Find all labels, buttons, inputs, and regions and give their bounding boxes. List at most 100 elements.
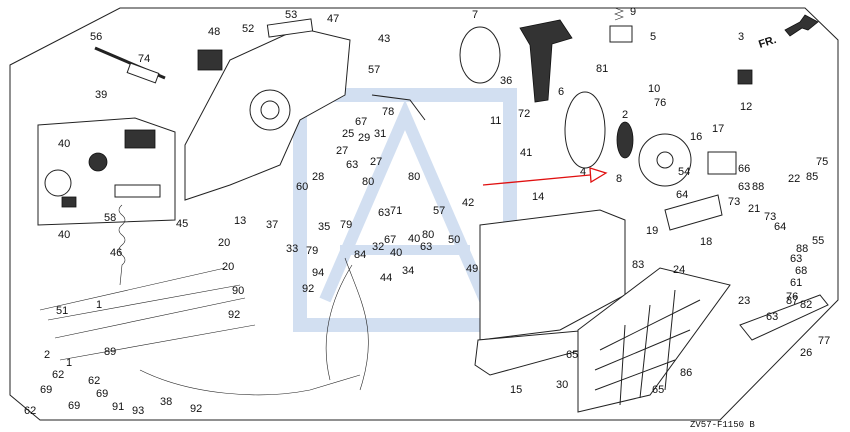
callout-label-c39: 39: [95, 89, 107, 101]
callout-label-c13: 13: [234, 215, 246, 227]
callout-label-c81: 81: [596, 63, 608, 75]
callout-label-c49: 49: [466, 263, 478, 275]
control-handle-6-part[interactable]: [519, 19, 573, 103]
callout-label-c40a: 40: [58, 138, 70, 150]
callout-label-c78: 78: [382, 106, 394, 118]
callout-label-c32: 32: [372, 241, 384, 253]
callout-label-c74: 74: [138, 53, 150, 65]
callout-label-c19: 19: [646, 225, 658, 237]
throttle-shaft-43-part[interactable]: [371, 94, 426, 121]
arm-18-part[interactable]: [664, 194, 723, 231]
plate-26-part[interactable]: [739, 294, 829, 341]
callout-label-c23: 23: [738, 295, 750, 307]
callout-label-c63d: 63: [420, 241, 432, 253]
callout-label-c64b: 64: [774, 221, 786, 233]
callout-label-c65b: 65: [652, 384, 664, 396]
callout-label-c53: 53: [285, 9, 297, 21]
side-cover-part[interactable]: [184, 27, 351, 201]
callout-label-c47: 47: [327, 13, 339, 25]
callout-label-c20a: 20: [218, 237, 230, 249]
callout-label-c52: 52: [242, 23, 254, 35]
callout-label-c11: 11: [490, 115, 501, 127]
drive-disk-16-part[interactable]: [638, 133, 692, 187]
callout-label-c82: 82: [800, 299, 812, 311]
side-cover-hub: [249, 89, 291, 131]
switch-block-48-part[interactable]: [197, 49, 223, 71]
callout-label-c61: 61: [790, 277, 802, 289]
gear-plate-4-part[interactable]: [564, 91, 606, 169]
callout-label-c58: 58: [104, 212, 116, 224]
callout-label-c27b: 27: [370, 156, 382, 168]
callout-label-c76a: 76: [654, 97, 666, 109]
harness-38-part[interactable]: [139, 369, 361, 396]
grip-74-part[interactable]: [126, 62, 160, 84]
callout-label-c38: 38: [160, 396, 172, 408]
cylinder-45-part[interactable]: [114, 184, 161, 198]
callout-label-c90: 90: [232, 285, 244, 297]
callout-label-c67a: 67: [355, 116, 367, 128]
callout-label-c88a: 88: [752, 181, 764, 193]
callout-label-c69b: 69: [96, 388, 108, 400]
callout-label-c34: 34: [402, 265, 414, 277]
callout-label-c40c: 40: [408, 233, 420, 245]
friction-disk-8-part[interactable]: [616, 121, 634, 159]
ignition-group-bracket: [37, 117, 176, 226]
callout-label-c22: 22: [788, 173, 800, 185]
callout-label-c40d: 40: [390, 247, 402, 259]
callout-label-c66: 66: [738, 163, 750, 175]
callout-label-c62c: 62: [24, 405, 36, 417]
callout-label-c46: 46: [110, 247, 122, 259]
callout-label-c45: 45: [176, 218, 188, 230]
coil-cord-46-part[interactable]: [118, 204, 126, 286]
callout-label-c80c: 80: [422, 229, 434, 241]
key-switch-40-part[interactable]: [44, 169, 72, 197]
callout-label-c84: 84: [354, 249, 366, 261]
mount-bracket-30-grid: [594, 289, 701, 406]
side-cover-hub-inner: [260, 100, 280, 120]
wiring-84-part[interactable]: [325, 257, 369, 391]
harness-connector-part[interactable]: [124, 129, 156, 149]
callout-label-c51: 51: [56, 305, 68, 317]
highlight-arrow: [482, 167, 608, 186]
key-switch-body-part[interactable]: [88, 152, 108, 172]
diagram-frame: [9, 7, 839, 421]
callout-label-c16: 16: [690, 131, 702, 143]
callout-label-c5: 5: [650, 31, 656, 43]
callout-label-c17: 17: [712, 123, 724, 135]
plate-53-part[interactable]: [266, 18, 314, 38]
callout-label-c43: 43: [378, 33, 390, 45]
diagram-code: ZV57-F1150 B: [690, 420, 755, 430]
callout-label-c77: 77: [818, 335, 830, 347]
callout-label-c67b: 67: [384, 234, 396, 246]
callout-label-c80b: 80: [408, 171, 420, 183]
callout-label-c40b: 40: [58, 229, 70, 241]
callout-label-c94: 94: [312, 267, 324, 279]
callout-label-c63b: 63: [738, 181, 750, 193]
callout-label-c44: 44: [380, 272, 392, 284]
spring-9-part[interactable]: [614, 7, 624, 21]
callout-label-c92b: 92: [228, 309, 240, 321]
cable-guide-7-part[interactable]: [459, 26, 501, 84]
callout-label-c85: 85: [806, 171, 818, 183]
callout-label-c83: 83: [632, 259, 644, 271]
callout-label-c41: 41: [520, 147, 532, 159]
callout-label-c57b: 57: [433, 205, 445, 217]
callout-label-c28: 28: [312, 171, 324, 183]
callout-label-c20b: 20: [222, 261, 234, 273]
callout-label-c21: 21: [748, 203, 760, 215]
callout-label-c25: 25: [342, 128, 354, 140]
cap-12-part[interactable]: [737, 69, 753, 85]
bracket-5-part[interactable]: [609, 25, 633, 43]
callout-label-c76b: 76: [786, 291, 798, 303]
callout-label-c86: 86: [680, 367, 692, 379]
callout-label-c69a: 69: [40, 384, 52, 396]
key-40-part[interactable]: [61, 196, 77, 208]
switch-17-part[interactable]: [707, 151, 737, 175]
callout-label-c65a: 65: [566, 349, 578, 361]
callout-label-c91: 91: [112, 401, 124, 413]
bottom-plate-15-part[interactable]: [474, 329, 601, 376]
callout-label-c79b: 79: [306, 245, 318, 257]
control-cable-1-part[interactable]: [39, 267, 256, 361]
